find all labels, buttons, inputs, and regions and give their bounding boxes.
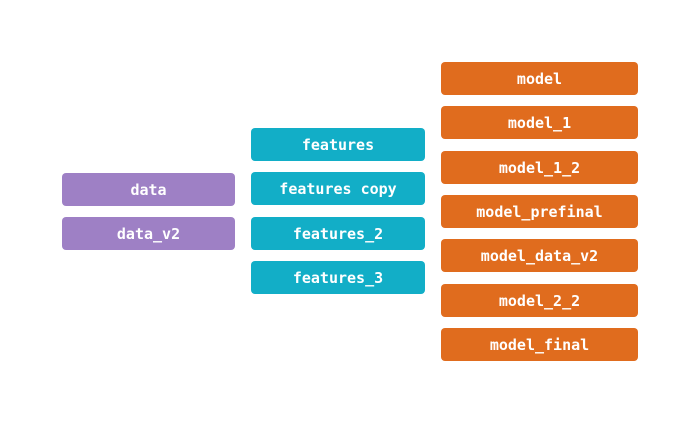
feature-node[interactable]: features_3 bbox=[251, 261, 425, 294]
model-node[interactable]: model_prefinal bbox=[441, 195, 638, 228]
model-node[interactable]: model_2_2 bbox=[441, 284, 638, 317]
model-node[interactable]: model bbox=[441, 62, 638, 95]
feature-node[interactable]: features copy bbox=[251, 172, 425, 205]
model-node[interactable]: model_data_v2 bbox=[441, 239, 638, 272]
feature-node[interactable]: features bbox=[251, 128, 425, 161]
model-node[interactable]: model_1 bbox=[441, 106, 638, 139]
model-node[interactable]: model_final bbox=[441, 328, 638, 361]
model-node[interactable]: model_1_2 bbox=[441, 151, 638, 184]
data-node[interactable]: data bbox=[62, 173, 235, 206]
feature-node[interactable]: features_2 bbox=[251, 217, 425, 250]
data-node[interactable]: data_v2 bbox=[62, 217, 235, 250]
